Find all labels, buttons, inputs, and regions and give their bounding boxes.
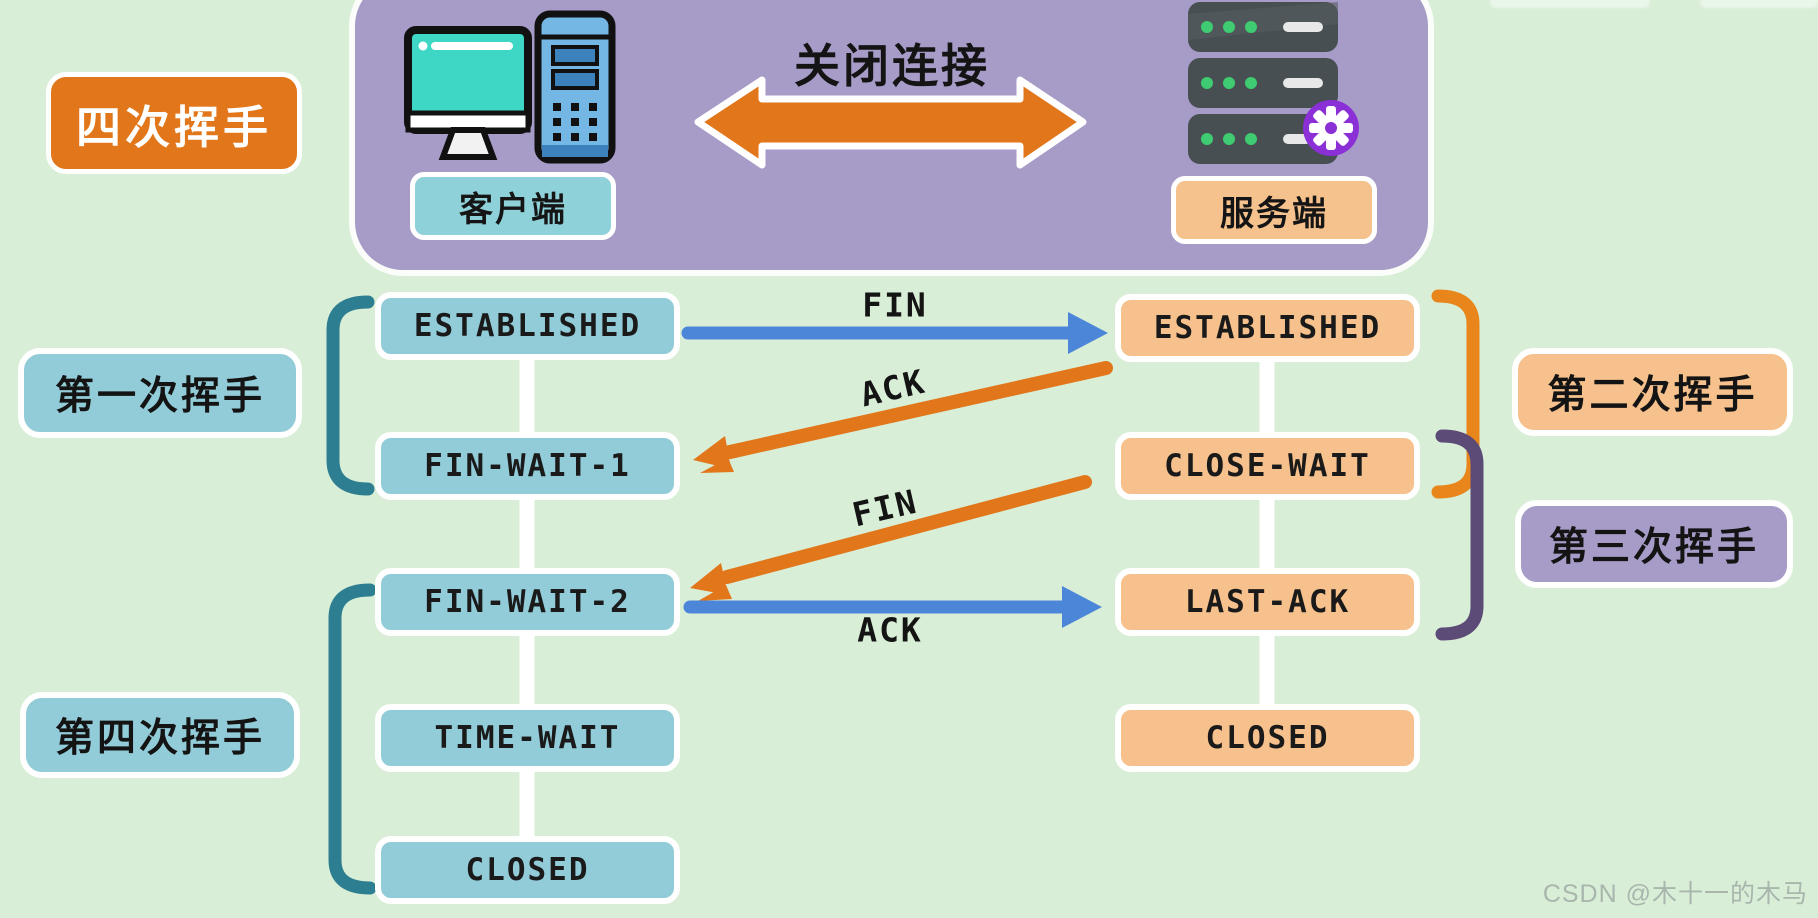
client-state-fin-wait-1: FIN-WAIT-1	[375, 432, 680, 500]
wave-label-1: 第一次挥手	[18, 348, 302, 438]
connection-action-label: 关闭连接	[794, 40, 990, 92]
top-watermark-remnant	[1490, 0, 1650, 8]
state-text: CLOSED	[465, 852, 590, 888]
msg-label-fin-2: FIN	[848, 481, 922, 535]
state-text: TIME-WAIT	[434, 720, 621, 756]
csdn-watermark: CSDN @木十一的木马	[1542, 880, 1808, 908]
client-state-closed: CLOSED	[375, 836, 680, 904]
client-state-fin-wait-2: FIN-WAIT-2	[375, 568, 680, 636]
state-text: FIN-WAIT-2	[424, 584, 631, 620]
state-text: CLOSED	[1205, 720, 1330, 756]
title-badge-label: 四次挥手	[75, 101, 272, 153]
wave-label-text: 第一次挥手	[54, 375, 265, 418]
wave-label-3: 第三次挥手	[1515, 500, 1793, 588]
bracket-wave-1	[326, 295, 375, 496]
wave-label-text: 第四次挥手	[54, 717, 265, 760]
client-state-time-wait: TIME-WAIT	[375, 704, 680, 772]
client-endpoint-text: 客户端	[459, 190, 567, 229]
state-text: CLOSE-WAIT	[1164, 448, 1371, 484]
client-endpoint-label: 客户端	[410, 172, 616, 240]
state-text: ESTABLISHED	[413, 308, 642, 344]
server-state-close-wait: CLOSE-WAIT	[1115, 432, 1420, 500]
msg-label-fin-1: FIN	[862, 285, 928, 325]
server-endpoint-text: 服务端	[1220, 194, 1328, 233]
server-state-established: ESTABLISHED	[1115, 294, 1420, 362]
state-text: ESTABLISHED	[1153, 310, 1382, 346]
wave-label-text: 第三次挥手	[1548, 526, 1759, 569]
bracket-wave-3	[1435, 429, 1484, 641]
client-state-established: ESTABLISHED	[375, 292, 680, 360]
server-state-closed: CLOSED	[1115, 704, 1420, 772]
server-endpoint-label: 服务端	[1171, 176, 1377, 244]
wave-label-4: 第四次挥手	[20, 692, 300, 778]
title-badge: 四次挥手	[46, 72, 302, 174]
wave-label-text: 第二次挥手	[1547, 374, 1758, 417]
state-text: FIN-WAIT-1	[424, 448, 631, 484]
msg-label-ack-1: ACK	[856, 361, 930, 415]
top-watermark-remnant	[1700, 0, 1818, 8]
bracket-wave-2	[1431, 289, 1480, 499]
msg-label-ack-2: ACK	[857, 610, 923, 650]
server-state-last-ack: LAST-ACK	[1115, 568, 1420, 636]
bracket-wave-4	[328, 583, 377, 895]
wave-label-2: 第二次挥手	[1512, 348, 1793, 436]
state-text: LAST-ACK	[1184, 584, 1351, 620]
